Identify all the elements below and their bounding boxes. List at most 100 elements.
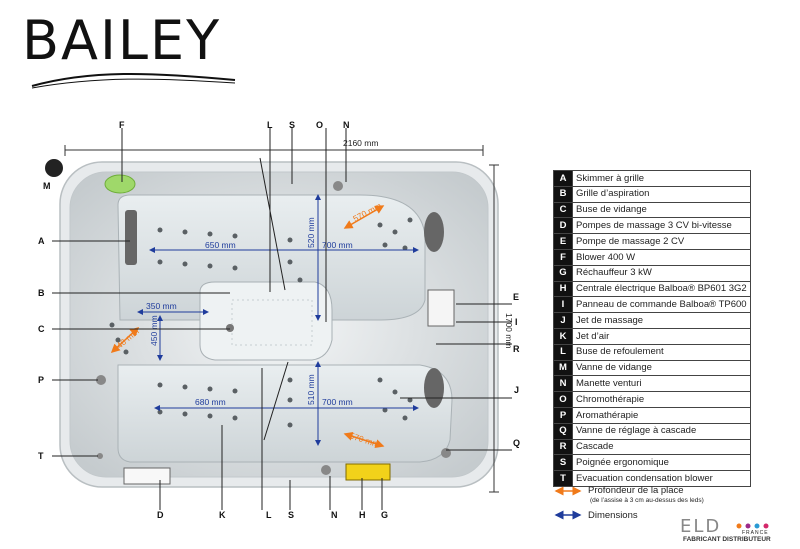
legend-key: T <box>553 470 573 487</box>
depth-note-sub: (de l’assise à 3 cm au-dessus des leds) <box>590 497 704 504</box>
callout-P: P <box>38 375 44 385</box>
legend-label: Skimmer à grille <box>572 170 751 187</box>
width-dim-text: 2160 mm <box>343 138 378 148</box>
legend-label: Jet de massage <box>572 312 751 329</box>
headrest-top <box>424 212 444 252</box>
legend-key: D <box>553 217 573 235</box>
brand-logo: BAILEY <box>22 9 222 72</box>
callout-R: R <box>513 344 520 354</box>
callout-L-top: L <box>267 120 273 130</box>
callout-lines <box>52 128 512 510</box>
aroma-cup <box>96 375 106 385</box>
legend-label: Vanne de vidange <box>572 359 751 377</box>
lounger-width: 350 mm <box>146 301 177 311</box>
legend-label: Blower 400 W <box>572 248 751 266</box>
legend-key: F <box>553 248 573 266</box>
callout-S-top: S <box>289 120 295 130</box>
callout-T: T <box>38 451 44 461</box>
eld-country: FRANCE <box>742 530 769 536</box>
legend-label: Buse de vidange <box>572 201 751 219</box>
legend-key: Q <box>553 422 573 440</box>
headrest-bottom <box>424 368 444 408</box>
seat-bottom-depth: 510 mm <box>306 374 316 405</box>
key-arrows <box>554 486 582 520</box>
legend-key: I <box>553 296 573 314</box>
legend-key: G <box>553 264 573 282</box>
lounger-depth: 450 mm <box>149 315 159 346</box>
drain-valve <box>45 159 63 177</box>
legend-label: Chromothérapie <box>572 391 751 408</box>
callout-letters-left: M A B C P T <box>38 181 51 461</box>
seat-bottom-len: 680 mm <box>195 397 226 407</box>
callout-M: M <box>43 181 51 191</box>
legend-label: Jet d’air <box>572 327 751 345</box>
callout-letters-bottom: D K L S N H G <box>157 510 388 520</box>
legend-label: Pompes de massage 3 CV bi-vitesse <box>572 217 751 235</box>
callout-Q: Q <box>513 438 520 448</box>
venturi-knob-bottom <box>321 465 331 475</box>
legend-key: P <box>553 406 573 424</box>
callout-N-top: N <box>343 120 350 130</box>
legend-key: R <box>553 438 573 456</box>
legend-key: M <box>553 359 573 377</box>
legend-label: Cascade <box>572 438 751 456</box>
legend-label: Centrale électrique Balboa® BP601 3G2 <box>572 280 751 298</box>
power-unit <box>345 463 391 481</box>
callout-J: J <box>514 385 519 395</box>
venturi-knob-top <box>333 181 343 191</box>
legend-key: N <box>553 375 573 393</box>
callout-I: I <box>515 317 518 327</box>
callout-D: D <box>157 510 164 520</box>
control-panel <box>427 289 455 327</box>
callout-K: K <box>219 510 226 520</box>
legend-key: B <box>553 185 573 203</box>
legend-key: A <box>553 170 573 187</box>
callout-E: E <box>513 292 519 302</box>
callout-F: F <box>119 120 125 130</box>
legend-key: K <box>553 327 573 345</box>
legend-key: L <box>553 343 573 361</box>
callout-G: G <box>381 510 388 520</box>
depth-note: Profondeur de la place <box>588 485 684 496</box>
callout-C: C <box>38 324 45 334</box>
inner-dimensions: 650 mm 700 mm 520 mm 350 mm 450 mm 680 m… <box>137 194 419 446</box>
seat-bottom-len2: 700 mm <box>322 397 353 407</box>
legend-label: Panneau de commande Balboa® TP600 <box>572 296 751 314</box>
eld-tagline: FABRICANT DISTRIBUTEUR <box>683 536 771 543</box>
legend-key: S <box>553 454 573 472</box>
dimensions-note: Dimensions <box>588 510 638 521</box>
legend-label: Aromathérapie <box>572 406 751 424</box>
callout-A: A <box>38 236 45 246</box>
legend-key: O <box>553 391 573 408</box>
legend-key: H <box>553 280 573 298</box>
brand-swoosh <box>31 72 236 89</box>
legend-label: Pompe de massage 2 CV <box>572 233 751 250</box>
callout-O: O <box>316 120 323 130</box>
eld-dots <box>736 523 769 529</box>
callout-letters-right: E I R J Q <box>513 292 520 448</box>
legend-label: Grille d’aspiration <box>572 185 751 203</box>
legend-label: Réchauffeur 3 kW <box>572 264 751 282</box>
legend-key: J <box>553 312 573 329</box>
height-dim-text: 1700 mm <box>504 313 514 348</box>
